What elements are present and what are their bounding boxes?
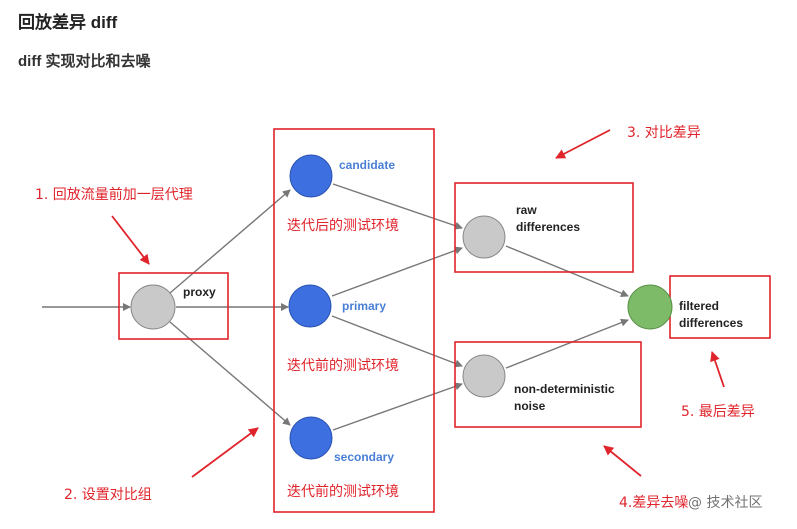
label-proxy: proxy (183, 285, 216, 299)
node-proxy (130, 284, 176, 330)
env-label-before-2: 迭代前的测试环境 (287, 483, 399, 500)
label-noise-line1: non-deterministic (514, 382, 615, 396)
edge-secondary-noise (332, 382, 463, 431)
box-noise (454, 341, 642, 428)
edge-primary-raw (331, 246, 463, 297)
box-proxy (118, 272, 229, 340)
annotation-step1: 1. 回放流量前加一层代理 (35, 186, 193, 203)
node-noise (462, 354, 506, 398)
red-arrow-step2 (191, 427, 259, 478)
annotation-step3: 3. 对比差异 (627, 125, 701, 141)
page-title: 回放差异 diff (18, 13, 118, 32)
red-arrow-step1 (111, 215, 150, 265)
edge-raw-filtered (505, 245, 629, 298)
edge-primary-noise (331, 315, 463, 368)
red-arrow-step4 (603, 445, 642, 477)
watermark: @ 技术社区 (688, 495, 762, 511)
label-raw-line2: differences (516, 220, 580, 234)
env-label-before-1: 迭代前的测试环境 (287, 357, 399, 374)
node-primary (288, 284, 332, 328)
annotation-step4: 4.差异去噪 (619, 495, 688, 511)
label-secondary: secondary (334, 450, 394, 464)
label-noise-line2: noise (514, 399, 546, 413)
edge-proxy-candidate (169, 189, 291, 294)
edge-candidate-raw (332, 183, 463, 230)
env-label-after: 迭代后的测试环境 (287, 218, 399, 234)
node-filtered (627, 284, 673, 330)
label-filtered-line1: filtered (679, 299, 719, 313)
edge-proxy-secondary (169, 321, 291, 426)
label-raw-line1: raw (516, 203, 537, 217)
page-subtitle: diff 实现对比和去噪 (18, 53, 151, 70)
box-environments (273, 128, 435, 513)
red-arrow-step3 (555, 129, 611, 159)
label-filtered-line2: differences (679, 316, 743, 330)
node-raw-differences (462, 215, 506, 259)
node-secondary (289, 416, 333, 460)
edge-noise-filtered (505, 318, 629, 369)
annotation-step5: 5. 最后差异 (681, 404, 755, 420)
label-primary: primary (342, 299, 386, 313)
node-candidate (289, 154, 333, 198)
box-raw-differences (454, 182, 634, 273)
red-arrow-step5 (710, 351, 725, 388)
label-candidate: candidate (339, 158, 395, 172)
annotation-step2: 2. 设置对比组 (64, 487, 152, 503)
